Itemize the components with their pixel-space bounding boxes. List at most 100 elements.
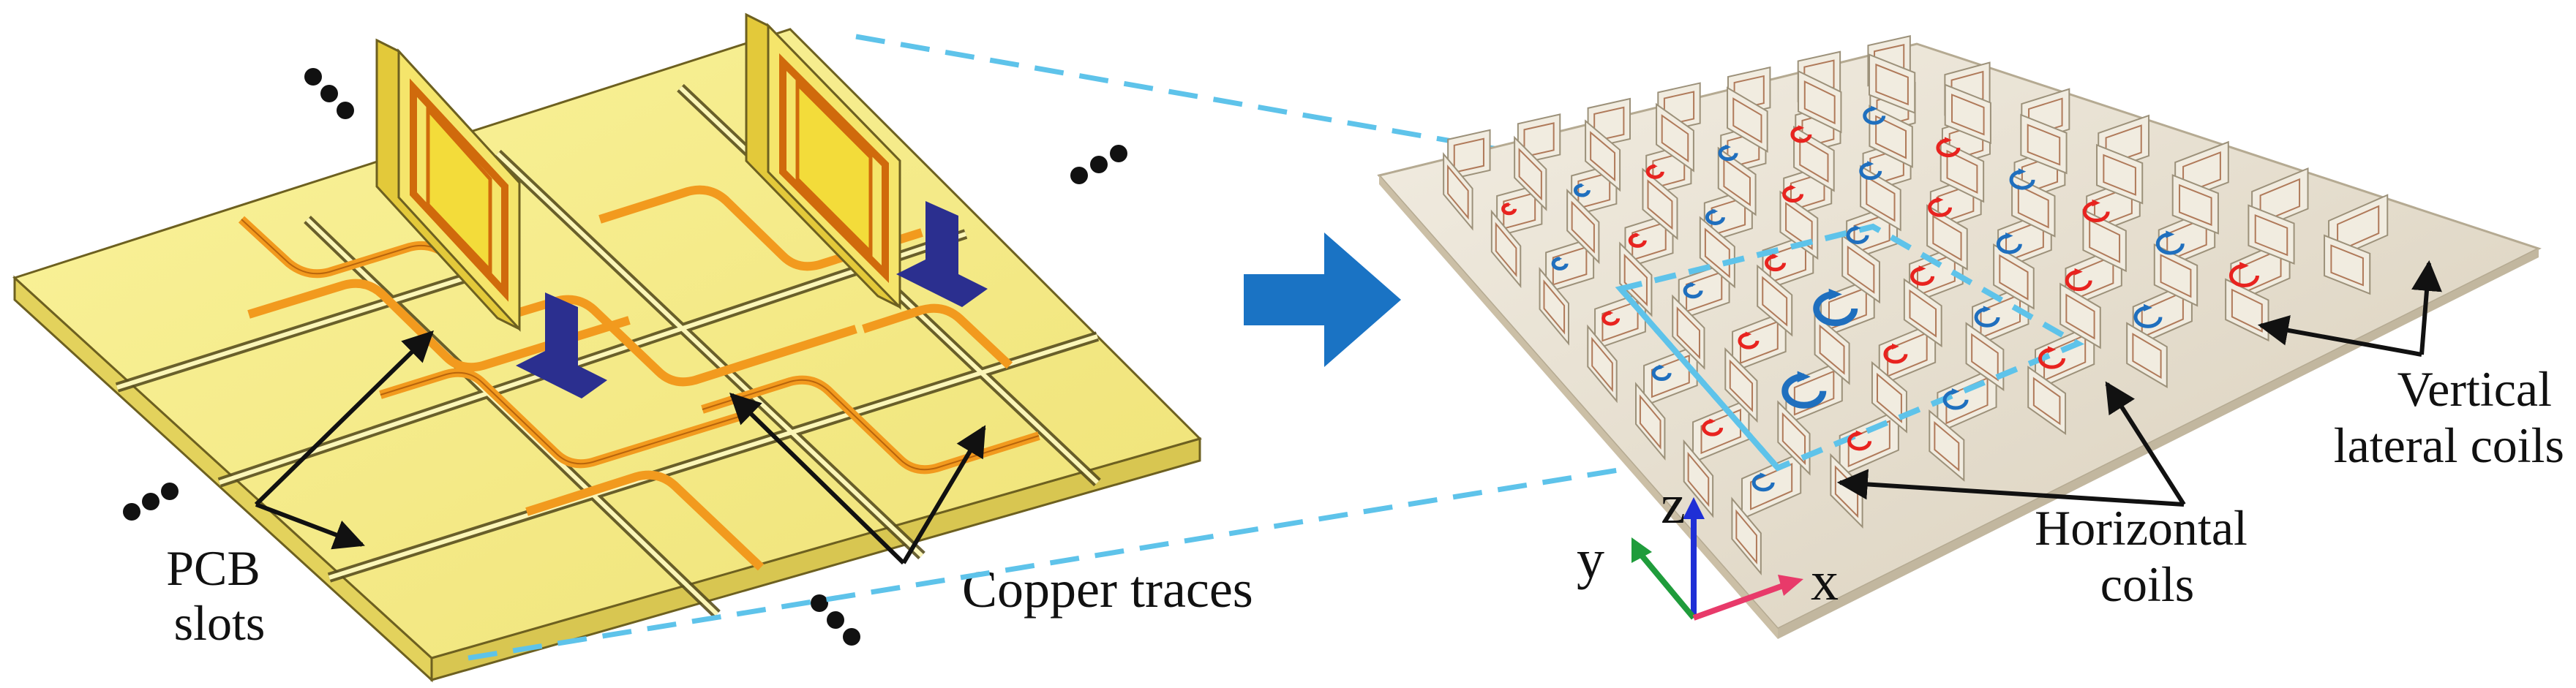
circular-arrow-icon <box>1702 419 1724 436</box>
lateral-coil-trace <box>1523 122 1555 158</box>
lateral-coil-trace <box>1803 80 1836 125</box>
lateral-coil-wall <box>1717 146 1757 216</box>
lateral-coil-trace <box>1781 412 1806 466</box>
lateral-coil-wall <box>1731 496 1762 576</box>
lateral-coil-wall <box>1860 165 1901 232</box>
lateral-coil-trace <box>2160 254 2192 298</box>
coil-arrow-head <box>1557 257 1563 261</box>
lateral-coil-trace <box>1762 276 1788 327</box>
lateral-coil-trace <box>1723 158 1751 207</box>
coil-arrow-head <box>1760 472 1767 479</box>
circular-arrow-icon <box>1813 291 1858 326</box>
lateral-coil-wall <box>1585 119 1621 192</box>
coil-arrow-head <box>1797 371 1811 383</box>
circular-arrow-icon <box>1936 138 1961 158</box>
coil-arrow-head <box>1828 288 1842 300</box>
coil-arrow-head <box>1690 281 1696 287</box>
circular-arrow-icon <box>2228 263 2259 287</box>
lateral-coil-trace <box>1571 200 1595 254</box>
lateral-coil-trace <box>2017 184 2049 229</box>
press-down-arrow-icon <box>516 201 988 398</box>
lateral-coil-trace <box>2027 124 2061 166</box>
lateral-coil-wall <box>2082 208 2127 273</box>
coil-arrow-head <box>1608 310 1614 315</box>
coil-arrow-head <box>1745 331 1752 337</box>
lateral-coil-trace <box>1999 254 2029 300</box>
circular-arrow-icon <box>1863 107 1886 125</box>
lateral-coil-wall <box>2059 282 2101 349</box>
lateral-coil-wall <box>1635 382 1666 461</box>
circular-arrow-icon <box>1847 431 1872 451</box>
lateral-coil-trace <box>2179 184 2212 227</box>
lateral-coil-trace <box>1875 115 1907 159</box>
circular-arrow-icon <box>1705 209 1725 225</box>
right-arrow-icon <box>1244 233 1401 367</box>
circular-arrow-icon <box>2133 306 2163 328</box>
coil-arrow-head <box>2074 268 2083 276</box>
circular-arrow-icon <box>1501 203 1517 216</box>
lateral-coil-trace <box>1951 94 1985 136</box>
coil-arrow-head <box>1867 161 1874 167</box>
coil-arrow-head <box>1506 203 1512 207</box>
lateral-coil-trace <box>1704 227 1730 279</box>
coil-arrow-head <box>1855 430 1863 437</box>
lateral-coil-trace <box>1750 463 1793 510</box>
lateral-coil-trace <box>1591 336 1613 393</box>
circular-arrow-icon <box>1573 184 1591 197</box>
circular-arrow-icon <box>1883 344 1908 364</box>
lateral-coil-trace <box>2065 293 2095 340</box>
lateral-coil-trace <box>1647 179 1673 230</box>
circular-arrow-icon <box>1782 186 1804 203</box>
circular-arrow-icon <box>1781 373 1827 409</box>
lateral-coil-trace <box>1495 222 1517 278</box>
circular-arrow-icon <box>1942 390 1969 410</box>
coil-arrow-head <box>2018 168 2027 175</box>
coil-arrow-head <box>1951 388 1960 396</box>
coil-arrow-head <box>2239 262 2249 270</box>
lateral-coil-trace <box>2330 244 2364 287</box>
circular-arrow-icon <box>1974 307 2000 328</box>
lateral-coil-wall <box>1903 278 1942 348</box>
circular-arrow-icon <box>1751 473 1775 492</box>
lateral-coil-trace <box>1735 509 1757 564</box>
circular-arrow-icon <box>1645 164 1664 179</box>
circular-arrow-icon <box>1996 233 2022 254</box>
circular-arrow-icon <box>1846 226 1869 244</box>
lateral-coil-wall <box>1965 322 2005 392</box>
coil-arrow-head <box>1652 164 1658 169</box>
lateral-coil-trace <box>1590 131 1616 182</box>
lateral-coil-trace <box>1651 354 1690 398</box>
lateral-coil-trace <box>1543 279 1566 335</box>
coil-arrow-head <box>2144 303 2152 311</box>
coil-arrow-head <box>1725 144 1731 150</box>
coil-arrow-head <box>2166 230 2175 238</box>
coil-arrow-head <box>1918 265 1926 272</box>
coil-arrow-head <box>1871 105 1878 112</box>
lateral-coil-trace <box>2231 288 2263 333</box>
pcb-slots-label: PCB slots <box>166 540 273 651</box>
coil-arrow-head <box>2005 232 2013 239</box>
lateral-coil-trace <box>2337 205 2380 253</box>
vertical-coil-board-2 <box>745 12 901 310</box>
circular-arrow-icon <box>1718 145 1738 162</box>
lateral-coil-trace <box>1729 359 1754 412</box>
lateral-coil-trace <box>1875 63 1909 106</box>
lateral-coil-wall <box>1566 188 1600 265</box>
coil-arrow-head <box>1772 254 1779 260</box>
coil-arrow-head <box>1983 306 1991 313</box>
horizontal-coil-markers <box>1501 105 2259 492</box>
lateral-coil-trace <box>1453 137 1484 174</box>
lateral-coil-wall <box>1539 267 1569 346</box>
coil-arrow-head <box>1634 233 1640 238</box>
circular-arrow-icon <box>2155 233 2185 255</box>
lateral-coil-trace <box>1639 394 1661 450</box>
lateral-coil-wall <box>1926 204 1968 271</box>
circular-arrow-icon <box>1928 197 1953 217</box>
coil-arrow-head <box>1709 418 1716 424</box>
circular-arrow-icon <box>1651 365 1672 382</box>
lateral-coil-wall <box>1814 312 1850 385</box>
lateral-coil-trace <box>1866 175 1896 222</box>
lateral-coil-wall <box>1798 69 1842 134</box>
coil-arrow-head <box>1790 184 1796 191</box>
